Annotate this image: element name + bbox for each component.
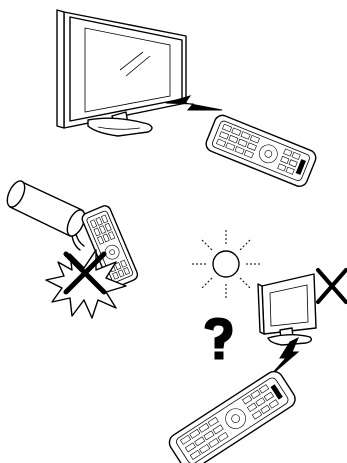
tv-icon [258,274,316,345]
no-sunlight-no-obstacles-panel [166,230,346,463]
remote-control-icon [204,113,318,189]
cup-icon [4,178,89,250]
sun-icon [192,230,260,298]
prohibited-x-icon [318,270,346,302]
tv-with-remote-panel [57,10,318,189]
remote-control-icon [166,368,298,463]
question-mark-icon [205,318,232,359]
tv-icon [57,10,186,136]
no-liquid-panel [4,178,140,318]
